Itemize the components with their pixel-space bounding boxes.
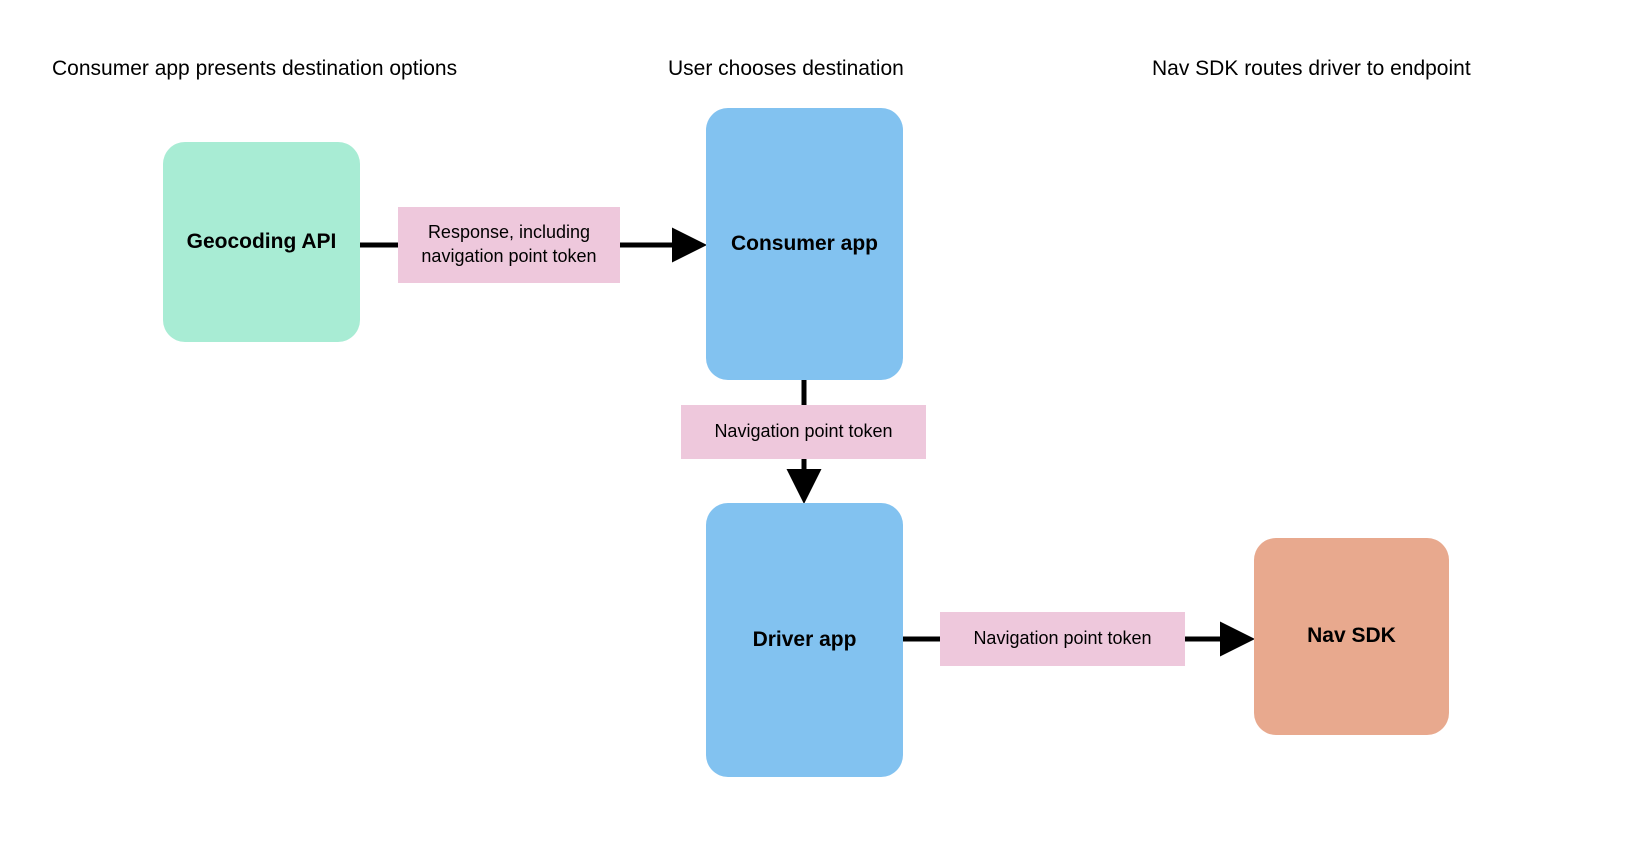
node-geocoding-api[interactable]: Geocoding API — [163, 142, 360, 342]
edge-label-nav-token-driver-navsdk-text: Navigation point token — [973, 628, 1152, 649]
column-header-nav-sdk-routes: Nav SDK routes driver to endpoint — [1152, 57, 1471, 80]
edge-label-response-including-navigation-point-token: Response, including navigation point tok… — [398, 207, 620, 283]
node-geocoding-api-label: Geocoding API — [186, 229, 337, 253]
edge-label-nav-token-consumer-driver-text: Navigation point token — [714, 421, 893, 442]
edge-label-navigation-point-token-consumer-driver: Navigation point token — [681, 405, 926, 459]
node-nav-sdk[interactable]: Nav SDK — [1254, 538, 1449, 735]
node-driver-app-label: Driver app — [752, 627, 857, 651]
node-consumer-app[interactable]: Consumer app — [706, 108, 903, 380]
node-nav-sdk-label: Nav SDK — [1307, 624, 1396, 648]
column-header-user-chooses: User chooses destination — [668, 57, 904, 80]
column-header-consumer-app: Consumer app presents destination option… — [52, 57, 458, 80]
node-consumer-app-label: Consumer app — [730, 231, 879, 255]
edge-label-response-text: Response, including navigation point tok… — [421, 222, 597, 266]
edge-label-navigation-point-token-driver-navsdk: Navigation point token — [940, 612, 1185, 666]
node-driver-app[interactable]: Driver app — [706, 503, 903, 777]
